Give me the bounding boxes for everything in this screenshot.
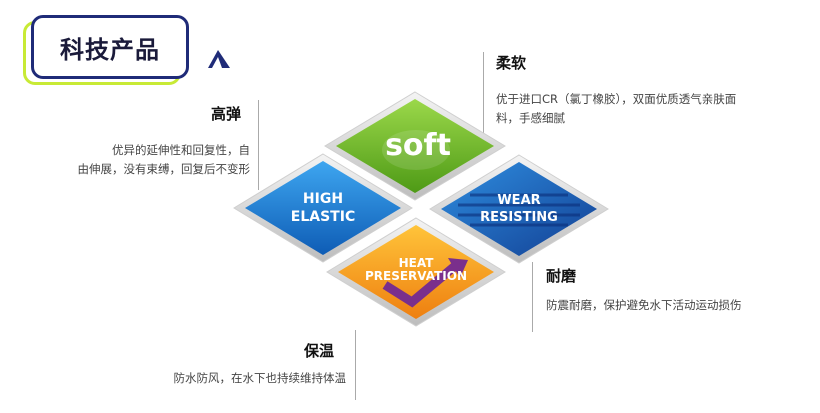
feature-desc-high-elastic-line1: 优异的延伸性和回复性，自 <box>112 143 250 157</box>
feature-title-high-elastic: 高弹 <box>211 105 242 123</box>
tile-wear-line1: WEAR <box>497 193 540 208</box>
feature-title-wear: 耐磨 <box>546 267 577 285</box>
tile-high-elastic-line1: HIGH <box>303 191 343 207</box>
feature-desc-soft: 优于进口CR（氯丁橡胶），双面优质透气亲肤面 料，手感细腻 <box>496 90 796 128</box>
tile-wear-line2: RESISTING <box>480 210 558 225</box>
feature-title-heat: 保温 <box>304 342 335 360</box>
feature-desc-soft-line1: 优于进口CR（氯丁橡胶），双面优质透气亲肤面 <box>496 92 737 106</box>
triangle-mark-icon <box>208 50 230 68</box>
tile-high-elastic: HIGH ELASTIC <box>233 153 413 263</box>
page-title-box: 科技产品 <box>31 15 189 79</box>
feature-desc-wear: 防震耐磨，保护避免水下活动运动损伤 <box>546 298 742 312</box>
tile-heat-preservation: HEAT PRESERVATION <box>326 217 506 327</box>
tile-soft: soft <box>324 91 506 201</box>
feature-desc-high-elastic-line2: 由伸展，没有束缚，回复后不变形 <box>77 162 251 176</box>
divider-heat <box>355 330 356 400</box>
divider-wear <box>532 262 533 332</box>
tile-heat-line1: HEAT <box>399 256 435 270</box>
tile-soft-label: soft <box>385 128 451 163</box>
feature-desc-soft-line2: 料，手感细腻 <box>496 111 565 125</box>
feature-desc-heat: 防水防风，在水下也持续维持体温 <box>173 371 347 385</box>
tile-wear-resisting: WEAR RESISTING <box>429 154 609 264</box>
tile-heat-line2: PRESERVATION <box>365 269 467 283</box>
divider-high-elastic <box>258 100 259 190</box>
divider-soft <box>483 52 484 152</box>
page-title: 科技产品 <box>60 35 160 64</box>
feature-desc-high-elastic: 优异的延伸性和回复性，自 由伸展，没有束缚，回复后不变形 <box>50 141 251 179</box>
feature-title-soft: 柔软 <box>496 54 527 72</box>
tile-high-elastic-line2: ELASTIC <box>291 209 355 225</box>
